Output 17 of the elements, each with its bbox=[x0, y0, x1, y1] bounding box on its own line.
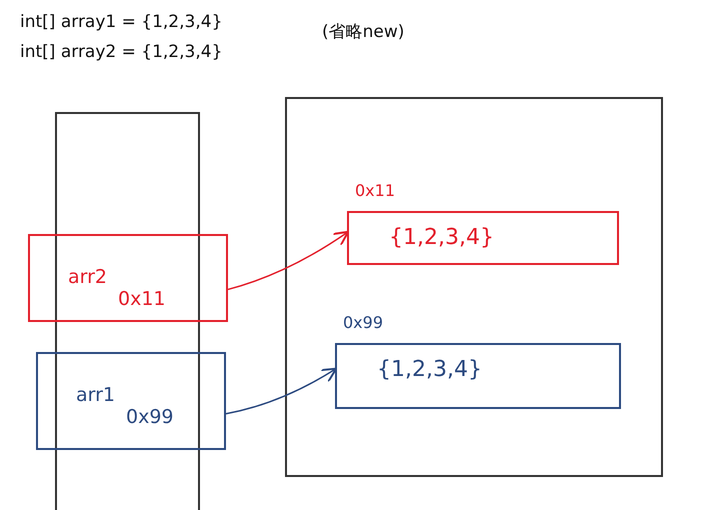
arrow bbox=[226, 368, 338, 414]
variable-box bbox=[28, 234, 228, 322]
address-label: 0x11 bbox=[355, 181, 396, 200]
variable-name: arr2 bbox=[68, 266, 108, 288]
address-label: 0x99 bbox=[126, 406, 174, 428]
code-note: int[] array1 = {1,2,3,4} bbox=[20, 12, 222, 32]
arrow bbox=[228, 230, 350, 290]
address-label: 0x99 bbox=[343, 313, 384, 332]
address-label: 0x11 bbox=[118, 288, 166, 310]
array-values: {1,2,3,4} bbox=[377, 357, 482, 382]
heap-box bbox=[285, 97, 663, 477]
array-values: {1,2,3,4} bbox=[389, 225, 494, 250]
variable-name: arr1 bbox=[76, 384, 116, 406]
stack-column bbox=[55, 112, 200, 510]
code-note: (省略new) bbox=[322, 21, 404, 43]
variable-box bbox=[36, 352, 226, 450]
code-note: int[] array2 = {1,2,3,4} bbox=[20, 42, 222, 62]
